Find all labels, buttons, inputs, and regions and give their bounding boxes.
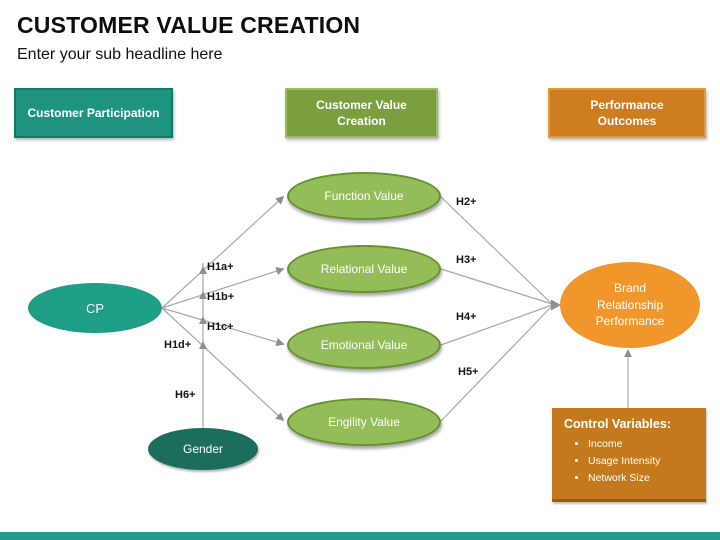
edge-label-h1d: H1d+ <box>164 339 192 351</box>
arrowhead-gender-2 <box>199 291 207 299</box>
node-relational-value: Relational Value <box>287 245 441 293</box>
control-variables-box: Control Variables: Income Usage Intensit… <box>552 408 706 502</box>
edge-label-h3: H3+ <box>456 254 477 266</box>
edge-label-h1a: H1a+ <box>207 261 234 273</box>
arrowhead-gender-4 <box>199 341 207 349</box>
list-item: Income <box>588 438 696 450</box>
edge-label-h6: H6+ <box>175 389 196 401</box>
arrowhead-control <box>624 349 632 357</box>
control-variables-title: Control Variables: <box>564 417 671 431</box>
arrow-relational-brand <box>440 268 553 305</box>
arrowhead-gender-1 <box>199 266 207 274</box>
header-customer-value-creation: Customer Value Creation <box>285 88 438 138</box>
node-emotional-value: Emotional Value <box>287 321 441 369</box>
edge-label-h1c: H1c+ <box>207 321 234 333</box>
node-function-value: Function Value <box>287 172 441 220</box>
arrow-engility-brand <box>440 305 553 422</box>
node-engility-value: Engility Value <box>287 398 441 446</box>
edge-label-h2: H2+ <box>456 196 477 208</box>
header-customer-participation: Customer Participation <box>14 88 173 138</box>
node-gender: Gender <box>148 428 258 470</box>
bottom-accent-bar <box>0 532 720 540</box>
arrow-function-brand <box>440 196 553 305</box>
sub-headline: Enter your sub headline here <box>17 46 223 63</box>
node-cp: CP <box>28 283 162 333</box>
list-item: Network Size <box>588 472 696 484</box>
page-title: CUSTOMER VALUE CREATION <box>17 12 361 38</box>
control-variables-list: Income Usage Intensity Network Size <box>564 438 696 484</box>
edge-label-h5: H5+ <box>458 366 479 378</box>
arrowhead-gender-3 <box>199 316 207 324</box>
list-item: Usage Intensity <box>588 455 696 467</box>
edge-label-h4: H4+ <box>456 311 477 323</box>
edge-label-h1b: H1b+ <box>207 291 235 303</box>
header-performance-outcomes: Performance Outcomes <box>548 88 706 138</box>
node-brand-relationship-performance: Brand Relationship Performance <box>560 262 700 348</box>
